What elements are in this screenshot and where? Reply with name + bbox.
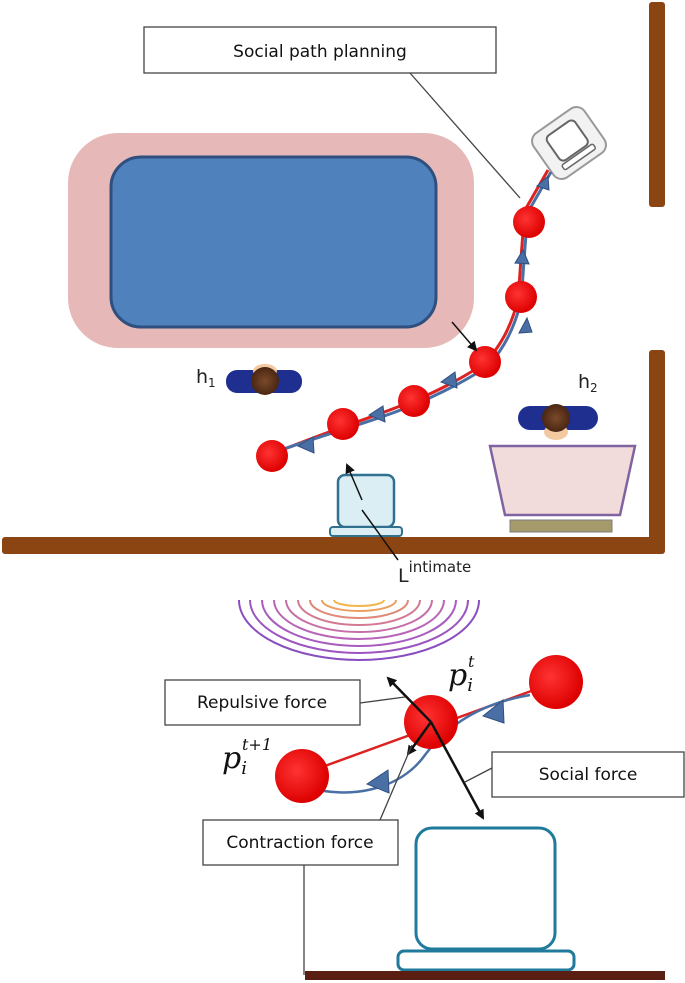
- table: [109, 155, 438, 329]
- bottom-floor: [305, 971, 665, 980]
- social-path-planning-box: [143, 26, 497, 74]
- waypoint: [398, 385, 430, 417]
- waypoint: [327, 408, 359, 440]
- waypoint-p-t1: [275, 749, 329, 803]
- contraction-force-arrow: [406, 721, 433, 756]
- floor-wall: [2, 537, 665, 554]
- l-intimate-leader: [361, 509, 399, 561]
- social-path-planning-label: Social path planning: [233, 42, 407, 62]
- path-arrow: [514, 248, 530, 265]
- contraction-force-label: Contraction force: [226, 833, 373, 853]
- h2-label: h2: [578, 371, 598, 395]
- waypoint: [513, 206, 545, 238]
- repulsive-force-leader: [359, 696, 406, 704]
- human-h2-icon: [518, 404, 598, 440]
- path-arrow: [296, 436, 315, 454]
- h1-label: h1: [196, 366, 216, 390]
- right-wall-upper: [649, 2, 665, 207]
- path-arrow: [439, 371, 458, 389]
- force-path-arrow: [481, 698, 505, 724]
- desk: [488, 444, 637, 517]
- path-arrow: [536, 174, 550, 191]
- waypoint: [256, 440, 288, 472]
- robot-top-icon: [531, 106, 607, 180]
- robot-heading-arrow: [345, 463, 363, 501]
- robot-room-icon: [329, 473, 403, 537]
- robot-large-base: [396, 949, 576, 972]
- social-force-label: Social force: [539, 765, 638, 785]
- desk-base: [509, 519, 613, 533]
- repulsive-force-arrow: [386, 676, 432, 723]
- p-t1-label: pit+1: [222, 735, 272, 779]
- leader-line-path-planning: [409, 72, 521, 199]
- contraction-force-leader: [379, 744, 413, 821]
- social-force-box: [491, 751, 685, 798]
- social-force-arrow: [429, 721, 485, 820]
- repulsive-force-box: [164, 679, 361, 726]
- l-intimate-label: Lintimate: [398, 558, 471, 587]
- force-path-arrow: [365, 769, 390, 794]
- social-force-leader: [464, 767, 493, 783]
- right-wall-lower: [649, 350, 665, 553]
- waypoint: [469, 346, 501, 378]
- contraction-force-box: [202, 819, 399, 866]
- waypoint-next: [529, 655, 583, 709]
- path-arrow: [367, 405, 386, 423]
- repulsive-force-label: Repulsive force: [197, 693, 327, 713]
- waypoint: [505, 281, 537, 313]
- zone-arrow: [451, 321, 478, 352]
- robot-large-icon: [414, 826, 557, 951]
- human-h1-icon: [226, 364, 302, 395]
- p-t-label: pit: [448, 652, 475, 696]
- force-path-blue-curve: [305, 693, 531, 794]
- intimate-zone-arcs: [238, 599, 480, 661]
- path-arrow: [518, 316, 533, 334]
